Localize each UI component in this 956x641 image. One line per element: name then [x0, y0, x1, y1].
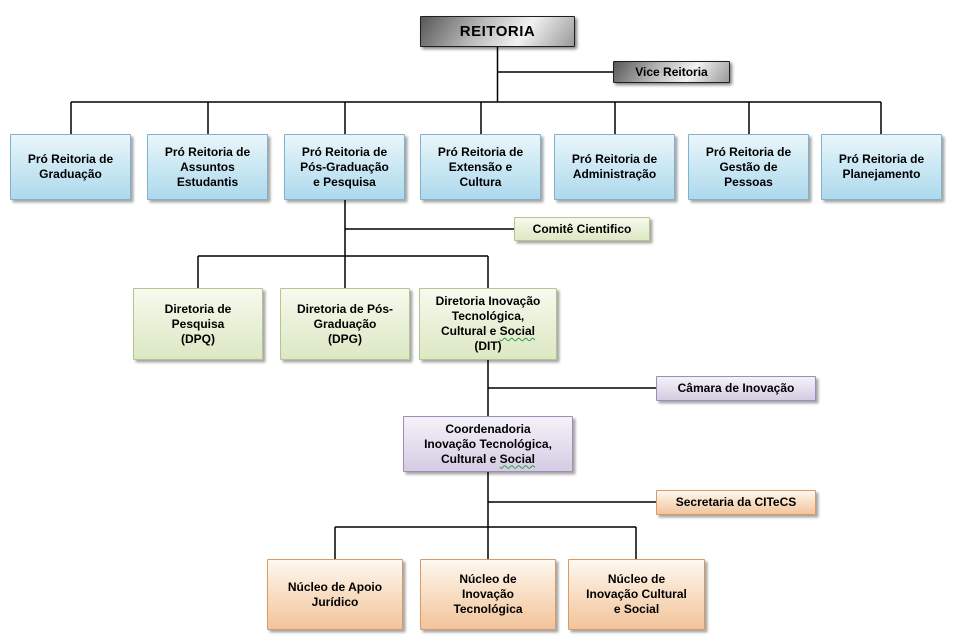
- node-nucleo-apoio-juridico: Núcleo de Apoio Jurídico: [267, 559, 403, 630]
- node-pro-reitoria-assuntos-estudantis: Pró Reitoria de Assuntos Estudantis: [147, 134, 268, 200]
- node-coordenadoria-label: Coordenadoria Inovação Tecnológica, Cult…: [424, 421, 552, 466]
- node-diretoria-dpq: Diretoria de Pesquisa (DPQ): [133, 288, 263, 360]
- node-comite-cientifico: Comitê Cientifico: [514, 217, 650, 241]
- node-nucleo-inovacao-cultural-social: Núcleo de Inovação Cultural e Social: [568, 559, 705, 630]
- node-diretoria-dit-label: Diretoria Inovação Tecnológica, Cultural…: [435, 294, 541, 353]
- misspelled-word-social: Social: [499, 451, 536, 466]
- node-pro-reitoria-graduacao: Pró Reitoria de Graduação: [10, 134, 131, 200]
- misspelled-word-social: Social: [499, 324, 536, 338]
- node-pro-reitoria-extensao-cultura: Pró Reitoria de Extensão e Cultura: [420, 134, 541, 200]
- node-reitoria: REITORIA: [420, 16, 575, 47]
- node-coordenadoria-citecs: Coordenadoria Inovação Tecnológica, Cult…: [403, 416, 573, 472]
- node-pro-reitoria-gestao-pessoas: Pró Reitoria de Gestão de Pessoas: [688, 134, 809, 200]
- node-secretaria-citecs: Secretaria da CITeCS: [656, 490, 816, 515]
- node-vice-reitoria: Vice Reitoria: [613, 61, 730, 83]
- node-pro-reitoria-planejamento: Pró Reitoria de Planejamento: [821, 134, 942, 200]
- node-diretoria-dpg: Diretoria de Pós- Graduação (DPG): [280, 288, 410, 360]
- node-pro-reitoria-administracao: Pró Reitoria de Administração: [554, 134, 675, 200]
- node-camara-inovacao: Câmara de Inovação: [656, 376, 816, 401]
- node-diretoria-dit: Diretoria Inovação Tecnológica, Cultural…: [419, 288, 557, 360]
- node-pro-reitoria-pos-graduacao-pesquisa: Pró Reitoria de Pós-Graduação e Pesquisa: [284, 134, 405, 200]
- node-nucleo-inovacao-tecnologica: Núcleo de Inovação Tecnológica: [420, 559, 556, 630]
